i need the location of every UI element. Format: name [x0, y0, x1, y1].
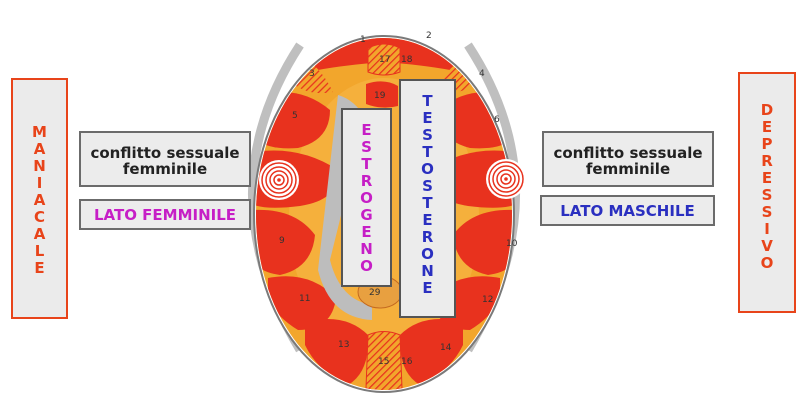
region-number-1: 1	[360, 35, 366, 45]
right-conflict-box: conflitto sessuale femminile	[542, 131, 714, 187]
region-number-11: 11	[299, 294, 310, 304]
region-number-3: 3	[309, 69, 315, 79]
region-19	[366, 81, 398, 108]
region-number-10: 10	[506, 239, 518, 249]
region-number-17: 17	[379, 55, 390, 65]
region-number-2: 2	[426, 31, 432, 41]
region-17-18	[367, 43, 401, 76]
right-conflict-line1: conflitto sessuale	[553, 144, 703, 162]
region-number-4: 4	[479, 69, 485, 79]
left-target-rings	[259, 160, 299, 200]
region-number-5: 5	[292, 111, 298, 121]
lato-maschile-label: LATO MASCHILE	[540, 195, 715, 226]
estrogeno-label: E S T R O G E N O	[360, 121, 373, 275]
region-number-29: 29	[369, 288, 381, 298]
testosterone-label: T E S T O S T E R O N E	[421, 92, 434, 297]
right-conflict-line2: femminile	[585, 160, 671, 178]
region-number-15: 15	[378, 357, 389, 367]
region-11	[268, 276, 336, 330]
right-target-rings	[486, 159, 526, 199]
estrogeno-box: E S T R O G E N O	[341, 108, 392, 287]
region-9	[256, 209, 315, 275]
region-number-6: 6	[494, 115, 500, 125]
region-number-16: 16	[401, 357, 413, 367]
region-number-9: 9	[279, 236, 285, 246]
maniacale-box: M A N I A C A L E	[11, 78, 68, 319]
depressivo-label: D E P R E S S I V O	[760, 101, 774, 272]
region-number-14: 14	[440, 343, 452, 353]
region-number-19: 19	[374, 91, 386, 101]
left-conflict-line2: femminile	[122, 160, 208, 178]
region-number-13: 13	[338, 340, 349, 350]
region-14	[399, 318, 463, 385]
testosterone-box: T E S T O S T E R O N E	[399, 79, 456, 318]
region-10	[453, 209, 512, 275]
left-conflict-box: conflitto sessuale femminile	[79, 131, 251, 187]
region-13	[305, 318, 369, 385]
depressivo-box: D E P R E S S I V O	[738, 72, 796, 313]
left-conflict-line1: conflitto sessuale	[90, 144, 240, 162]
region-number-18: 18	[401, 55, 413, 65]
region-number-12: 12	[482, 295, 493, 305]
maniacale-label: M A N I A C A L E	[32, 123, 47, 277]
lato-femminile-label: LATO FEMMINILE	[79, 199, 251, 230]
